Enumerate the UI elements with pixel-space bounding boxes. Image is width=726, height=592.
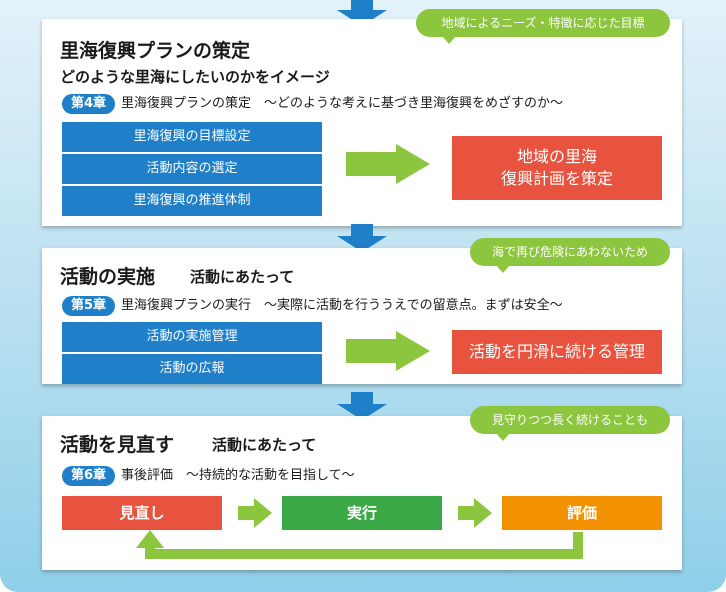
item-box: 里海復興の目標設定 [62, 122, 322, 152]
chapter-badge: 第4章 [62, 94, 116, 114]
chapter-text: 事後評価 ～持続的な活動を目指して～ [121, 468, 355, 483]
chapter-line: 第4章里海復興プランの策定 ～どのような考えに基づき里海復興をめざすのか～ [62, 94, 563, 114]
callout-bubble-3: 見守りつつ長く続けることも [470, 406, 670, 441]
step-review: 見直し [62, 496, 222, 530]
item-box: 活動の実施管理 [62, 322, 322, 352]
step-evaluate: 評価 [502, 496, 662, 530]
chapter-line: 第5章里海復興プランの実行 ～実際に活動を行ううえでの留意点。まずは安全～ [62, 296, 563, 316]
section-subtitle: どのような里海にしたいのかをイメージ [60, 68, 330, 86]
chapter-badge: 第5章 [62, 296, 116, 316]
section-title: 活動を見直す [60, 434, 175, 456]
result-line-1: 地域の里海 [516, 147, 597, 166]
result-box: 活動を円滑に続ける管理 [452, 330, 662, 374]
section-subtitle: 活動にあたって [190, 268, 295, 286]
callout-bubble-1: 地域によるニーズ・特徴に応じた目標 [416, 9, 670, 44]
result-line-2: 復興計画を策定 [500, 169, 613, 188]
item-box: 活動の広報 [62, 354, 322, 384]
step-execute: 実行 [282, 496, 442, 530]
item-box: 活動内容の選定 [62, 154, 322, 184]
cycle-arrow-icon [136, 530, 583, 559]
chapter-line: 第6章事後評価 ～持続的な活動を目指して～ [62, 466, 355, 486]
callout-bubble-2: 海で再び危険にあわないため [470, 238, 670, 273]
section-title: 活動の実施 [60, 266, 156, 288]
section-subtitle: 活動にあたって [212, 436, 317, 454]
result-box: 地域の里海 復興計画を策定 [452, 136, 662, 200]
chapter-badge: 第6章 [62, 466, 116, 486]
item-box: 里海復興の推進体制 [62, 186, 322, 216]
chapter-text: 里海復興プランの実行 ～実際に活動を行ううえでの留意点。まずは安全～ [121, 298, 563, 313]
section-title: 里海復興プランの策定 [60, 40, 251, 62]
chapter-text: 里海復興プランの策定 ～どのような考えに基づき里海復興をめざすのか～ [121, 96, 564, 111]
